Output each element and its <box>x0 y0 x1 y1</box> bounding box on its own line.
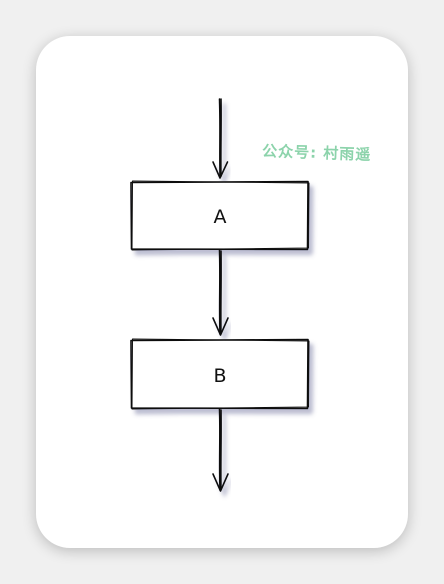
node-a-label: A <box>214 206 227 228</box>
node-b-label: B <box>213 365 226 387</box>
arrowhead-icon <box>212 161 229 179</box>
arrowhead-icon <box>212 317 229 336</box>
arrowhead-icon <box>212 473 229 492</box>
node-a <box>130 180 310 251</box>
diagram-card <box>36 36 408 548</box>
node-b <box>130 338 310 410</box>
edge-in-to-a <box>212 98 229 179</box>
watermark-text: 公众号: 村雨遥 <box>262 142 372 164</box>
edge-b-out <box>212 408 229 492</box>
edge-a-to-b <box>212 249 229 336</box>
